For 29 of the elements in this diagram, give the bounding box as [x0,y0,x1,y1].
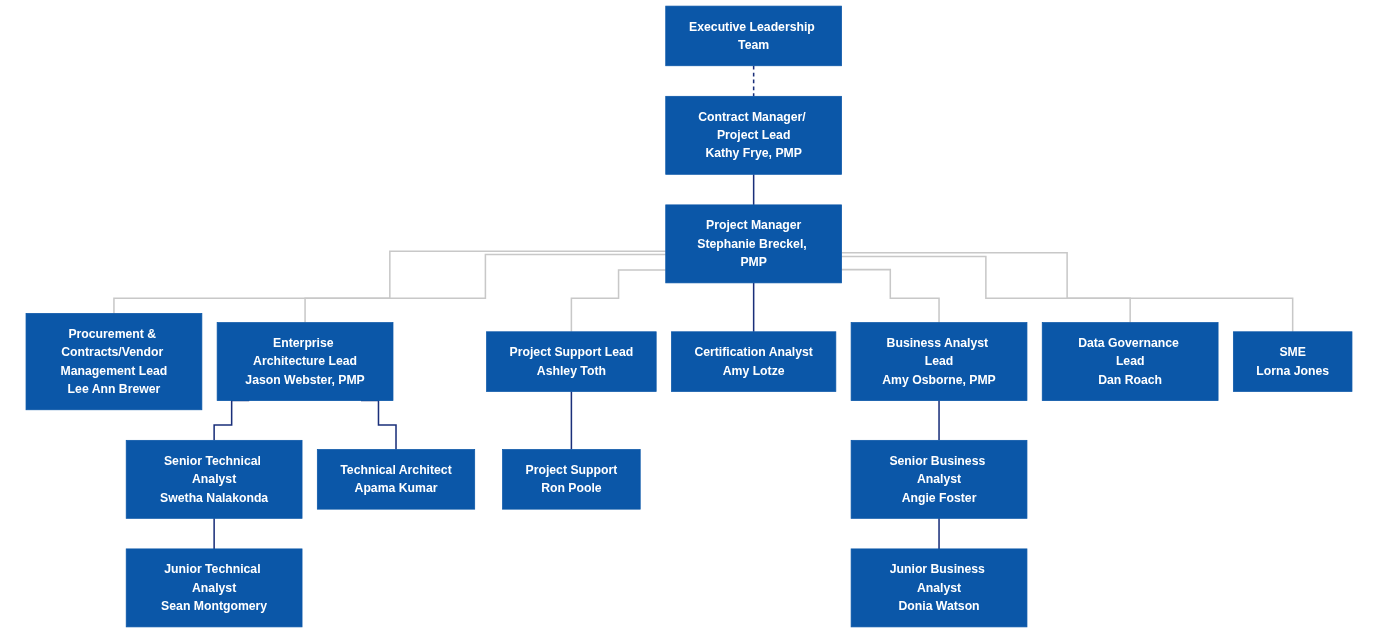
connector [840,251,1294,333]
node-box: Senior Business Analyst Angie Foster [850,439,1028,519]
node-box: Executive Leadership Team [665,5,842,67]
node-box: Contract Manager/ Project Lead Kathy Frye, PMP [665,95,842,175]
node-box: SME Lorna Jones [1233,331,1353,392]
node-box: Certification Analyst Amy Lotze [671,331,837,392]
node-box: Data Governance Lead Dan Roach [1041,322,1219,401]
node-box: Senior Technical Analyst Swetha Nalakonda [125,439,303,519]
node-box: Junior Business Analyst Donia Watson [850,548,1028,628]
connector [752,282,755,333]
node-box: Project Support Lead Ashley Toth [486,331,657,392]
connector [840,255,1131,324]
connector [213,517,215,550]
connector [113,250,667,315]
node-box: Project Support Ron Poole [502,449,641,510]
connector [752,173,755,206]
connector [304,253,667,324]
connector [840,268,940,324]
connector [752,65,755,98]
node-box: Procurement & Contracts/Vendor Management Lead Lee Ann Brewer [25,313,203,411]
node-box: Project Manager Stephanie Breckel, PMP [665,204,842,284]
node-box: Technical Architect Apama Kumar [316,449,476,510]
connector [938,517,940,550]
node-box: Junior Technical Analyst Sean Montgomery [125,548,303,628]
connector [938,399,940,442]
node-box: Enterprise Architecture Lead Jason Webster, PMP [216,322,394,401]
node-box: Business Analyst Lead Amy Osborne, PMP [850,322,1028,401]
connector [570,390,573,451]
connector [570,269,667,333]
